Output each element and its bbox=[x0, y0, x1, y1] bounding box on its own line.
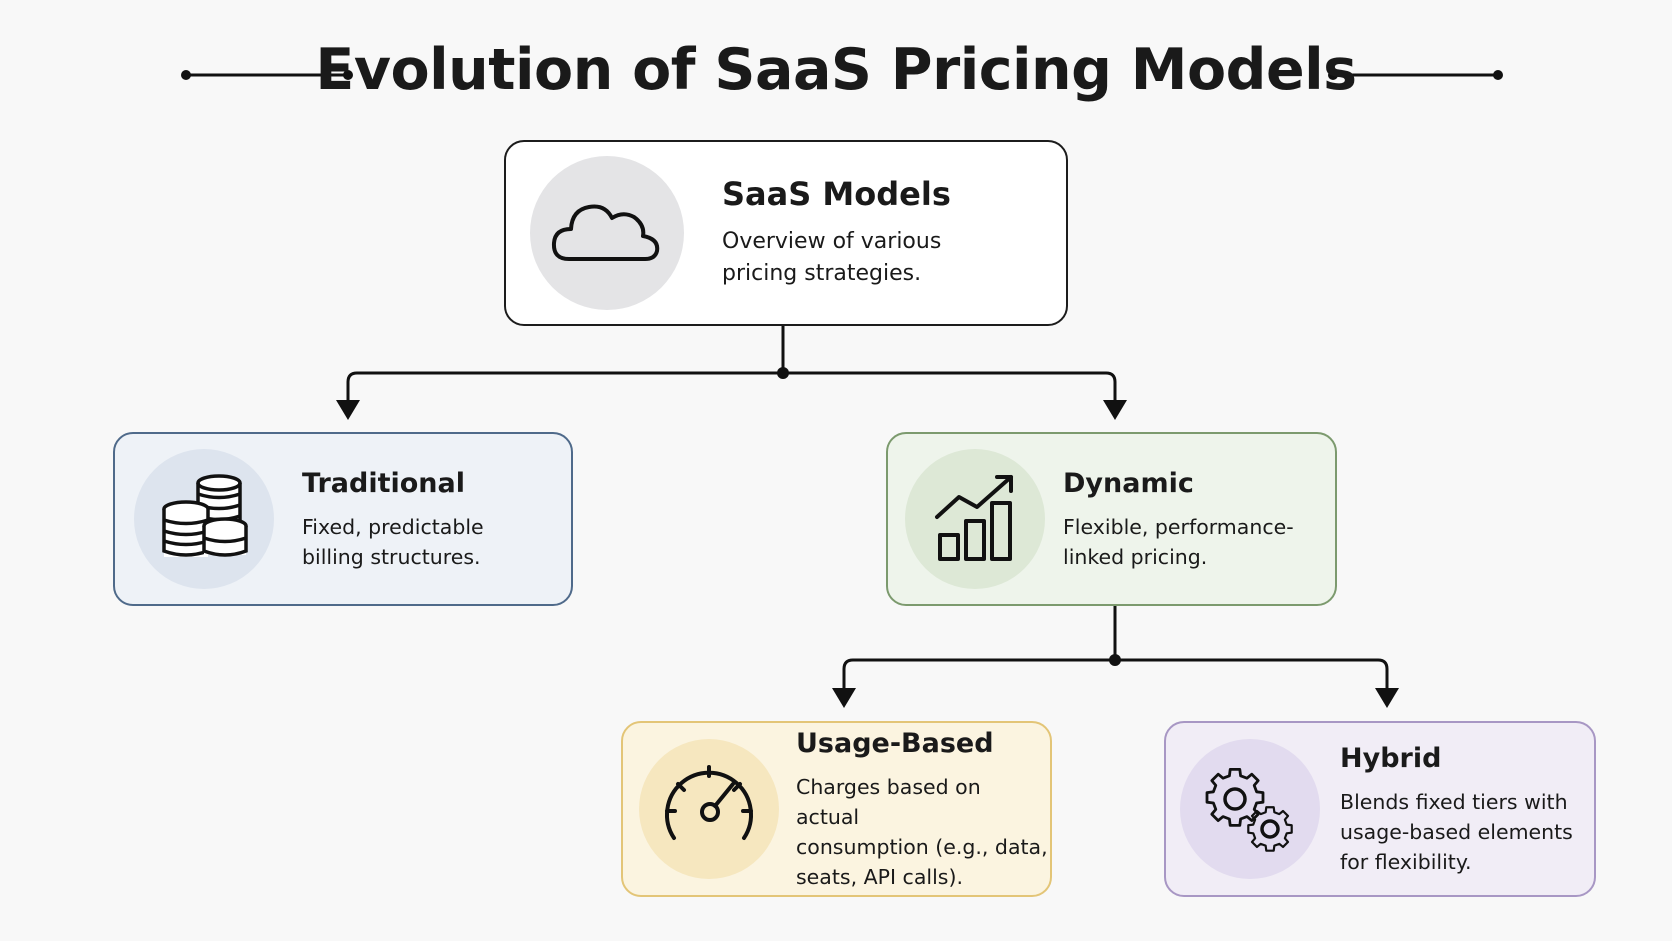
node-usage-desc: Charges based on actual consumption (e.g… bbox=[796, 772, 1050, 892]
node-hybrid-text: Hybrid Blends fixed tiers with usage-bas… bbox=[1340, 741, 1573, 877]
node-saas-desc-line: pricing strategies. bbox=[722, 261, 922, 286]
cloud-icon bbox=[530, 156, 684, 310]
node-dynamic-title: Dynamic bbox=[1063, 468, 1194, 499]
node-usage-desc-line: Charges based on actual bbox=[796, 775, 981, 829]
arrow-to-traditional bbox=[336, 400, 360, 420]
arrow-to-usage bbox=[832, 688, 856, 708]
gears-icon bbox=[1180, 739, 1320, 879]
node-dynamic-text: Dynamic Flexible, performance- linked pr… bbox=[1063, 466, 1294, 572]
node-usage-based: Usage-Based Charges based on actual cons… bbox=[621, 721, 1052, 897]
gauge-icon bbox=[639, 739, 779, 879]
node-usage-desc-line: consumption (e.g., data, bbox=[796, 835, 1048, 859]
connector-dynamic-branch bbox=[842, 606, 1389, 689]
node-hybrid-desc: Blends fixed tiers with usage-based elem… bbox=[1340, 787, 1573, 877]
node-usage-desc-line: seats, API calls). bbox=[796, 865, 963, 889]
node-saas-desc: Overview of various pricing strategies. bbox=[722, 226, 951, 290]
node-usage-text: Usage-Based Charges based on actual cons… bbox=[796, 726, 1050, 892]
node-traditional: Traditional Fixed, predictable billing s… bbox=[113, 432, 573, 606]
node-usage-title: Usage-Based bbox=[796, 728, 994, 759]
node-traditional-desc: Fixed, predictable billing structures. bbox=[302, 512, 484, 572]
coins-stack-icon bbox=[134, 449, 274, 589]
title-decoration-right bbox=[1328, 70, 1503, 80]
node-traditional-title: Traditional bbox=[302, 468, 465, 499]
node-hybrid: Hybrid Blends fixed tiers with usage-bas… bbox=[1164, 721, 1596, 897]
node-hybrid-desc-line: usage-based elements bbox=[1340, 820, 1573, 844]
node-traditional-text: Traditional Fixed, predictable billing s… bbox=[302, 466, 484, 572]
node-dynamic-desc: Flexible, performance- linked pricing. bbox=[1063, 512, 1294, 572]
arrow-to-hybrid bbox=[1375, 688, 1399, 708]
node-hybrid-desc-line: for flexibility. bbox=[1340, 850, 1472, 874]
node-dynamic-desc-line: linked pricing. bbox=[1063, 545, 1208, 569]
page-title: Evolution of SaaS Pricing Models bbox=[315, 37, 1357, 103]
node-hybrid-title: Hybrid bbox=[1340, 743, 1442, 774]
growth-chart-icon bbox=[905, 449, 1045, 589]
node-dynamic: Dynamic Flexible, performance- linked pr… bbox=[886, 432, 1337, 606]
connector-saas-branch bbox=[346, 326, 1117, 402]
node-traditional-desc-line: billing structures. bbox=[302, 545, 481, 569]
node-saas-desc-line: Overview of various bbox=[722, 229, 942, 254]
arrow-to-dynamic bbox=[1103, 400, 1127, 420]
node-saas-text: SaaS Models Overview of various pricing … bbox=[722, 176, 951, 290]
node-saas-models: SaaS Models Overview of various pricing … bbox=[504, 140, 1068, 326]
node-traditional-desc-line: Fixed, predictable bbox=[302, 515, 484, 539]
node-saas-title: SaaS Models bbox=[722, 175, 951, 213]
node-hybrid-desc-line: Blends fixed tiers with bbox=[1340, 790, 1568, 814]
node-dynamic-desc-line: Flexible, performance- bbox=[1063, 515, 1294, 539]
title-decoration-left bbox=[181, 70, 353, 80]
